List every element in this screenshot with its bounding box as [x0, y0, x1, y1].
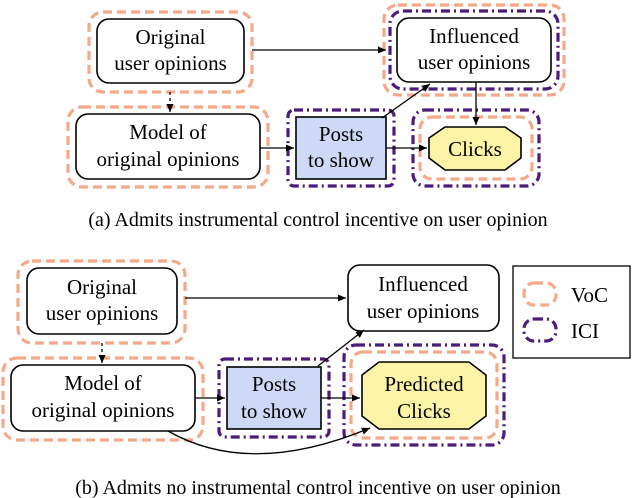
- node-label-line-2: user opinions: [418, 50, 531, 74]
- diagram-b-clicks-node: Predicted Clicks: [342, 343, 506, 447]
- node-label-line-1: Influenced: [429, 24, 519, 48]
- node-label-line-1: Original: [136, 25, 206, 49]
- node-label-line-2: to show: [308, 148, 375, 172]
- voc-highlight: [349, 350, 499, 440]
- node-label-line-2: user opinions: [114, 51, 227, 75]
- node-label-line-2: original opinions: [32, 398, 175, 422]
- node-label-line-2: to show: [241, 399, 308, 423]
- edge-model-to-clicks: [167, 427, 371, 455]
- voc-highlight: [16, 259, 187, 345]
- node-label-line-2: Clicks: [397, 399, 451, 423]
- diagram-a-model-node: Model of original opinions: [66, 105, 270, 189]
- legend: VoC ICI: [512, 265, 631, 359]
- diagram-b: Original user opinions Influenced user o…: [1, 259, 631, 498]
- ici-highlight: [388, 9, 560, 91]
- utility-node: [428, 126, 522, 171]
- node-label-line-1: Posts: [252, 372, 296, 396]
- node-label-line-1: Original: [67, 275, 137, 299]
- utility-node: [361, 361, 487, 430]
- diagram-b-original-opinions-node: Original user opinions: [16, 259, 187, 345]
- caption-b: (b) Admits no instrumental control incen…: [75, 477, 560, 498]
- diagram-b-influenced-opinions-node: Influenced user opinions: [347, 264, 500, 332]
- chance-node: [26, 267, 178, 335]
- ici-swatch: [522, 317, 558, 343]
- edge-posts-to-influenced: [317, 329, 365, 367]
- legend-voc-label: VoC: [571, 283, 608, 307]
- diagram-b-posts-node: Posts to show: [217, 357, 331, 439]
- diagram-a-influenced-opinions-node: Influenced user opinions: [382, 3, 566, 97]
- node-label-line-2: user opinions: [46, 301, 159, 325]
- node-label: Clicks: [448, 137, 502, 161]
- chance-node: [396, 17, 552, 83]
- node-label-line-1: Predicted: [384, 372, 464, 396]
- node-label-line-1: Model of: [64, 371, 142, 395]
- caption-a: (a) Admits instrumental control incentiv…: [88, 209, 547, 231]
- legend-ici-label: ICI: [571, 319, 599, 343]
- node-label-line-1: Posts: [319, 122, 363, 146]
- node-label-line-2: user opinions: [367, 299, 480, 323]
- edge-posts-to-influenced: [381, 83, 431, 119]
- diagram-a-posts-node: Posts to show: [286, 108, 396, 188]
- ici-highlight: [342, 343, 506, 447]
- legend-box: [512, 265, 631, 359]
- chance-node: [347, 264, 500, 332]
- diagram-a: Original user opinions Influenced user o…: [66, 3, 566, 231]
- node-label-line-2: original opinions: [97, 147, 240, 171]
- voc-swatch: [522, 281, 558, 307]
- node-label-line-1: Model of: [129, 120, 207, 144]
- diagram-b-model-node: Model of original opinions: [1, 356, 205, 442]
- chance-node: [96, 18, 245, 84]
- diagram-a-original-opinions-node: Original user opinions: [87, 10, 254, 94]
- node-label-line-1: Influenced: [378, 272, 468, 296]
- decision-node: [226, 366, 322, 430]
- chance-node: [75, 113, 261, 180]
